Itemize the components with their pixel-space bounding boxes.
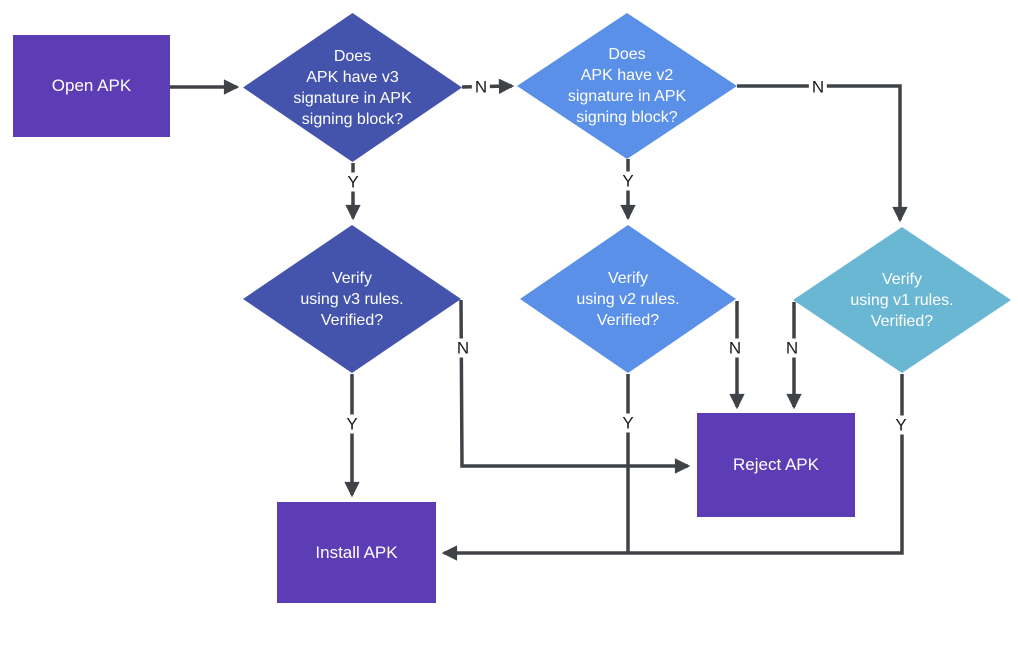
edge-label-qv2-no: N: [808, 77, 828, 97]
edge-qv2-no: [737, 84, 908, 223]
edge-label-v1-no: N: [782, 338, 802, 358]
node-reject-apk: Reject APK: [697, 413, 855, 517]
edge-label-v3-no: N: [453, 338, 473, 358]
node-install-apk: Install APK: [277, 502, 436, 603]
edge-label-v2-yes: Y: [619, 413, 637, 433]
edge-label-v1-yes: Y: [892, 415, 910, 435]
edge-label-v3-yes: Y: [343, 414, 361, 434]
edge-label-qv2-yes: Y: [619, 171, 637, 191]
edge-label-qv3-yes: Y: [344, 172, 362, 192]
edge-label-qv3-no: N: [471, 77, 491, 97]
node-open-apk: Open APK: [13, 35, 170, 137]
edge-label-v2-no: N: [725, 338, 745, 358]
